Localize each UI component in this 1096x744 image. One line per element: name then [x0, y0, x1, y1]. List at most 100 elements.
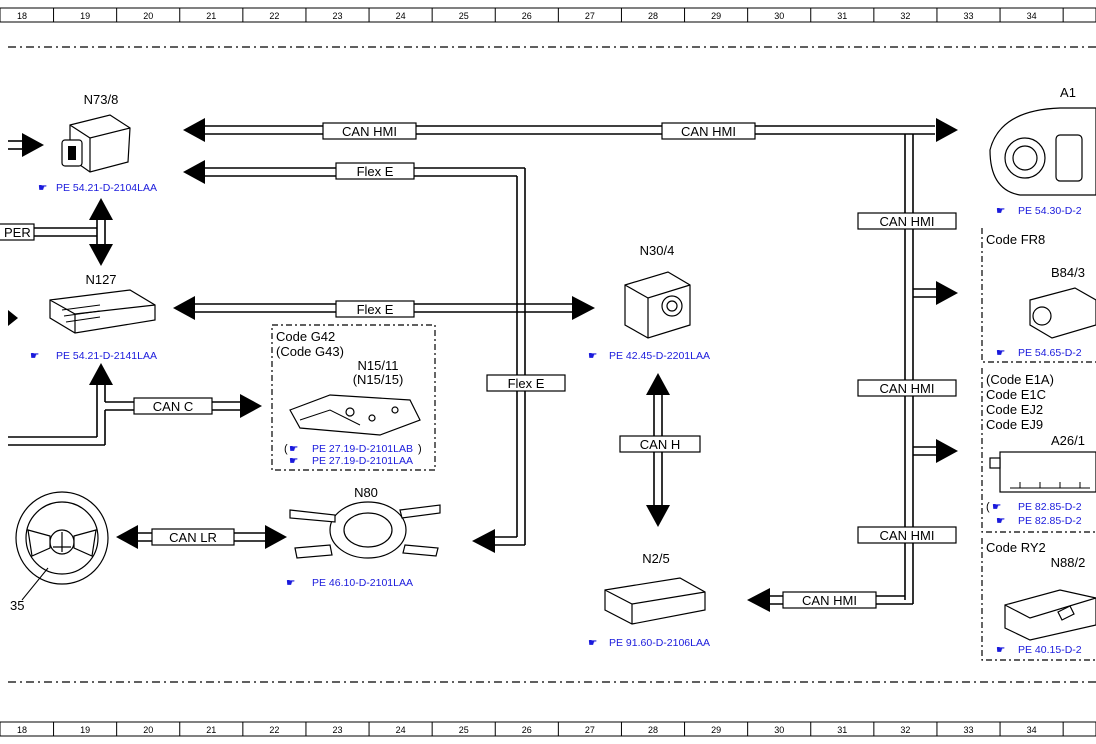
- ruler-label: 25: [459, 725, 469, 735]
- label-flex-e-mid: Flex E: [357, 302, 394, 317]
- ignition-switch-icon: [61, 114, 131, 173]
- code-g43: (Code G43): [276, 344, 344, 359]
- ref-icon-a26-1a: ☛: [992, 501, 1001, 513]
- ref-b84-3[interactable]: PE 54.65-D-2: [1018, 347, 1082, 359]
- ref-icon-n127: ☛: [30, 350, 39, 362]
- ref-icon-n80: ☛: [286, 577, 295, 589]
- ruler-label: 32: [900, 725, 910, 735]
- ruler-label: 26: [522, 11, 532, 21]
- label-can-c: CAN C: [153, 399, 193, 414]
- ref-icon-a26-1b: ☛: [996, 515, 1005, 527]
- ruler-label: 34: [1027, 11, 1037, 21]
- component-a1: A1 ☛ PE 54.30-D-2: [989, 85, 1096, 217]
- component-id-a1: A1: [1060, 85, 1076, 100]
- code-g42: Code G42: [276, 329, 335, 344]
- ref-icon-b84-3: ☛: [996, 347, 1005, 359]
- ruler-label: 24: [396, 725, 406, 735]
- ruler-label: 20: [143, 11, 153, 21]
- ruler-label: 25: [459, 11, 469, 21]
- component-id-n15-11: N15/11: [358, 358, 399, 373]
- component-n80: N80 ☛ PE 46.10-D-2101LAA: [286, 485, 441, 589]
- ref-icon-a1: ☛: [996, 205, 1005, 217]
- ref-n15-11-lab[interactable]: PE 27.19-D-2101LAB: [312, 443, 413, 455]
- ruler-label: 23: [332, 725, 342, 735]
- ruler-label: 31: [837, 11, 847, 21]
- label-flex-e-top: Flex E: [357, 164, 394, 179]
- steering-column-module-icon: [289, 501, 441, 559]
- module-box-icon: [604, 577, 706, 625]
- ruler-label: 32: [900, 11, 910, 21]
- svg-text:(: (: [986, 501, 990, 513]
- label-can-hmi-v2: CAN HMI: [880, 381, 935, 396]
- component-id-n15-15: (N15/15): [353, 372, 404, 387]
- ruler-label: 33: [963, 11, 973, 21]
- ruler-label: 29: [711, 725, 721, 735]
- ruler-label: 22: [269, 11, 279, 21]
- ruler-label: 26: [522, 725, 532, 735]
- audio-unit-icon: [989, 451, 1096, 493]
- component-id-35: 35: [10, 598, 24, 613]
- component-n88-2: Code RY2 N88/2 ☛ PE 40.15-D-2: [981, 538, 1096, 661]
- ref-a26-1a[interactable]: PE 82.85-D-2: [1018, 501, 1082, 513]
- component-id-n2-5: N2/5: [642, 551, 669, 566]
- ref-n73-8[interactable]: PE 54.21-D-2104LAA: [56, 182, 157, 194]
- ruler-label: 19: [80, 11, 90, 21]
- ref-n15-11-laa[interactable]: PE 27.19-D-2101LAA: [312, 455, 413, 467]
- label-can-hmi-v1: CAN HMI: [880, 214, 935, 229]
- ruler-label: 20: [143, 725, 153, 735]
- ruler-label: 28: [648, 725, 658, 735]
- ref-icon-n15-11a: ☛: [289, 443, 298, 455]
- ruler-label: 27: [585, 11, 595, 21]
- component-id-a26-1: A26/1: [1051, 433, 1085, 448]
- component-id-n80: N80: [354, 485, 378, 500]
- control-unit-icon: [49, 289, 156, 334]
- ruler-label: 24: [396, 11, 406, 21]
- ruler-label: 21: [206, 11, 216, 21]
- ref-icon-n30-4: ☛: [588, 350, 597, 362]
- code-ej9: Code EJ9: [986, 417, 1043, 432]
- label-can-hmi-top-left: CAN HMI: [342, 124, 397, 139]
- ref-icon-n73-8: ☛: [38, 182, 47, 194]
- ref-n80[interactable]: PE 46.10-D-2101LAA: [312, 577, 413, 589]
- component-id-n30-4: N30/4: [640, 243, 675, 258]
- label-can-lr: CAN LR: [169, 530, 217, 545]
- component-n2-5: N2/5 ☛ PE 91.60-D-2106LAA: [588, 551, 710, 649]
- ref-n88-2[interactable]: PE 40.15-D-2: [1018, 644, 1082, 656]
- component-n15-11: Code G42 (Code G43) N15/11 (N15/15) ( ☛ …: [271, 324, 436, 471]
- ruler-label: 27: [585, 725, 595, 735]
- ref-icon-n88-2: ☛: [996, 644, 1005, 656]
- code-ry2: Code RY2: [986, 540, 1046, 555]
- ruler-label: 34: [1027, 725, 1037, 735]
- ruler-label: 23: [332, 11, 342, 21]
- ref-n30-4[interactable]: PE 42.45-D-2201LAA: [609, 350, 710, 362]
- code-fr8: Code FR8: [986, 232, 1045, 247]
- label-can-hmi-n25: CAN HMI: [802, 593, 857, 608]
- code-e1c: Code E1C: [986, 387, 1046, 402]
- bus-can-h: [646, 373, 670, 527]
- component-n73-8: N73/8 ☛ PE 54.21-D-2104LAA: [38, 92, 157, 194]
- ruler-label: 19: [80, 725, 90, 735]
- ref-a1[interactable]: PE 54.30-D-2: [1018, 205, 1082, 217]
- component-a26-1: (Code E1A) Code E1C Code EJ2 Code EJ9 A2…: [981, 368, 1096, 533]
- code-e1a: (Code E1A): [986, 372, 1054, 387]
- component-id-n127: N127: [85, 272, 116, 287]
- camera-icon: [624, 271, 691, 339]
- component-n30-4: N30/4 ☛ PE 42.45-D-2201LAA: [588, 243, 710, 362]
- tire-pressure-module-icon: [1004, 589, 1096, 641]
- bus-can-hmi-top: [183, 118, 958, 142]
- ruler-label: 30: [774, 11, 784, 21]
- ref-n2-5[interactable]: PE 91.60-D-2106LAA: [609, 637, 710, 649]
- steering-wheel-icon: [15, 491, 109, 585]
- ruler-label: 29: [711, 11, 721, 21]
- component-steering-wheel: 35: [10, 491, 109, 613]
- rear-camera-icon: [1029, 287, 1096, 339]
- ref-icon-n15-11b: ☛: [289, 455, 298, 467]
- component-id-b84-3: B84/3: [1051, 265, 1085, 280]
- ref-a26-1b[interactable]: PE 82.85-D-2: [1018, 515, 1082, 527]
- ref-n127[interactable]: PE 54.21-D-2141LAA: [56, 350, 157, 362]
- ruler-label: 28: [648, 11, 658, 21]
- component-n127: N127 ☛ PE 54.21-D-2141LAA: [30, 272, 157, 362]
- ruler-label: 21: [206, 725, 216, 735]
